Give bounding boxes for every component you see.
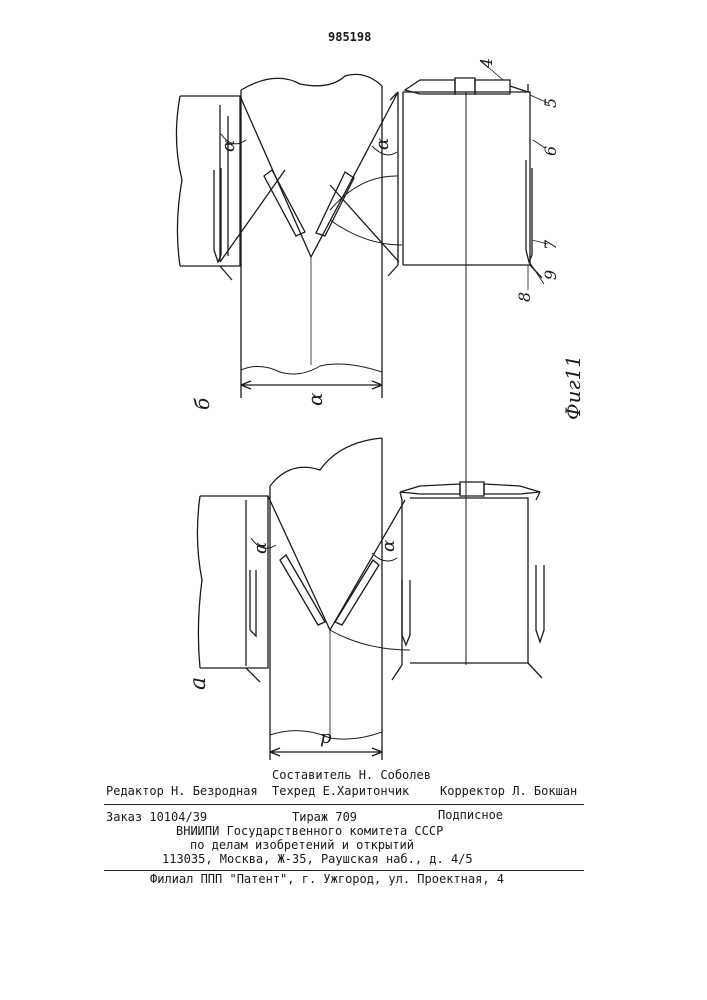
techred: Техред Е.Харитончик — [272, 784, 409, 798]
subscription: Подписное — [438, 808, 503, 822]
angle-label-a-right: α — [378, 540, 399, 552]
angle-label-a-left: α — [250, 542, 271, 554]
angle-label-b-right: α — [372, 138, 393, 150]
part-number-7: 7 — [541, 239, 560, 250]
knife-lines-b — [240, 92, 398, 257]
left-body-b — [180, 96, 240, 266]
address: 113035, Москва, Ж-35, Раушская наб., д. … — [162, 852, 473, 866]
part-number-9: 9 — [541, 270, 560, 280]
divider-1 — [104, 804, 584, 805]
strip-a — [270, 438, 382, 760]
width-label-b: α — [303, 392, 327, 406]
strip-b — [241, 86, 382, 398]
editor: Редактор Н. Безродная — [106, 784, 258, 798]
variant-label-b: б — [190, 397, 214, 410]
circulation: Тираж 709 — [292, 810, 357, 824]
org-line-1: ВНИИПИ Государственного комитета СССР — [176, 824, 443, 838]
part-number-5: 5 — [541, 98, 560, 108]
part-number-6: 6 — [541, 146, 560, 156]
order: Заказ 10104/39 — [106, 810, 207, 824]
width-label-a: p — [320, 727, 332, 748]
knife-lines-a — [268, 496, 405, 630]
org-line-2: по делам изобретений и открытий — [190, 838, 414, 852]
divider-2 — [104, 870, 584, 871]
branch: Филиал ППП "Патент", г. Ужгород, ул. Про… — [150, 872, 504, 886]
left-body-a — [200, 496, 268, 668]
compiler: Составитель Н. Соболев — [272, 768, 431, 782]
corrector: Корректор Л. Бокшан — [440, 784, 577, 798]
part-number-4: 4 — [477, 58, 496, 69]
variant-label-a: а — [186, 677, 211, 690]
mechanism-a — [400, 484, 460, 494]
right-body-a — [410, 498, 528, 663]
part-number-8: 8 — [515, 292, 534, 302]
angle-label-b-left: α — [218, 140, 239, 152]
patent-number: 985198 — [328, 30, 371, 44]
figure-caption: Фиг11 — [561, 355, 585, 420]
